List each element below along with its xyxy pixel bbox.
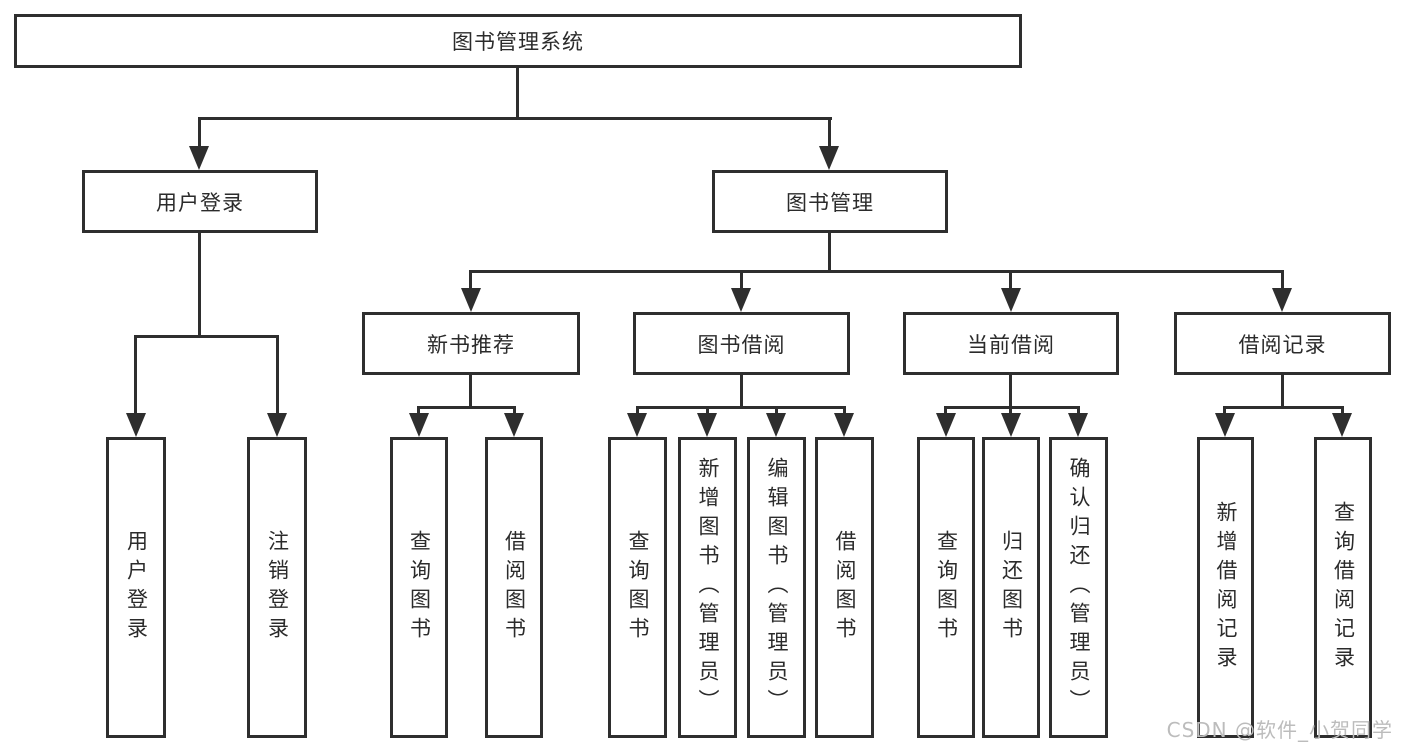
leaf-borrow-books-2: 借阅图书 <box>815 437 874 738</box>
leaf-edit-books-admin: 编辑图书（管理员） <box>747 437 806 738</box>
csdn-watermark: CSDN @软件_小贺同学 <box>1166 718 1393 742</box>
connector-line <box>469 270 472 290</box>
connector-line <box>417 406 516 409</box>
connector-arrow <box>819 146 839 170</box>
leaf-query-books-2-label: 查询图书 <box>626 529 650 646</box>
leaf-borrow-books-1-label: 借阅图书 <box>502 529 527 646</box>
leaf-user-login: 用户登录 <box>106 437 166 738</box>
node-new-book-recommend: 新书推荐 <box>362 312 580 375</box>
connector-line <box>1223 406 1226 415</box>
leaf-borrow-books-1: 借阅图书 <box>485 437 543 738</box>
connector-arrow <box>697 413 717 437</box>
leaf-user-login-label: 用户登录 <box>124 529 149 646</box>
leaf-add-borrow-record-label: 新增借阅记录 <box>1214 500 1238 675</box>
node-root-label: 图书管理系统 <box>452 30 584 54</box>
connector-line <box>1281 270 1284 290</box>
connector-arrow <box>1001 288 1021 312</box>
connector-line <box>516 68 519 119</box>
leaf-query-borrow-record-label: 查询借阅记录 <box>1331 500 1356 675</box>
connector-line <box>1077 406 1080 415</box>
connector-line <box>469 375 472 409</box>
connector-line <box>198 233 201 338</box>
connector-arrow <box>1272 288 1292 312</box>
leaf-return-books: 归还图书 <box>982 437 1040 738</box>
connector-line <box>134 335 279 338</box>
leaf-query-books-1-label: 查询图书 <box>407 529 432 646</box>
connector-arrow <box>504 413 524 437</box>
leaf-logout: 注销登录 <box>247 437 307 738</box>
connector-line <box>944 406 947 415</box>
node-book-borrow: 图书借阅 <box>633 312 850 375</box>
connector-arrow <box>1001 413 1021 437</box>
node-book-management: 图书管理 <box>712 170 948 233</box>
connector-line <box>828 233 831 273</box>
connector-line <box>740 270 743 290</box>
node-new-book-recommend-label: 新书推荐 <box>427 332 515 357</box>
connector-line <box>198 117 832 120</box>
leaf-return-books-label: 归还图书 <box>999 529 1024 646</box>
connector-line <box>636 406 846 409</box>
connector-line <box>740 375 743 409</box>
connector-arrow <box>766 413 786 437</box>
leaf-query-books-1: 查询图书 <box>390 437 448 738</box>
connector-line <box>198 117 201 147</box>
connector-arrow <box>731 288 751 312</box>
leaf-confirm-return-admin-label: 确认归还（管理员） <box>1067 457 1091 718</box>
leaf-add-borrow-record: 新增借阅记录 <box>1197 437 1254 738</box>
leaf-logout-label: 注销登录 <box>265 529 290 646</box>
leaf-edit-books-admin-label: 编辑图书（管理员） <box>765 457 789 718</box>
leaf-confirm-return-admin: 确认归还（管理员） <box>1049 437 1108 738</box>
leaf-borrow-books-2-label: 借阅图书 <box>833 529 857 646</box>
connector-line <box>1341 406 1344 415</box>
connector-arrow <box>1332 413 1352 437</box>
node-root: 图书管理系统 <box>14 14 1022 68</box>
connector-line <box>1009 375 1012 409</box>
leaf-query-books-3: 查询图书 <box>917 437 975 738</box>
connector-line <box>775 406 778 415</box>
connector-arrow <box>461 288 481 312</box>
connector-line <box>513 406 516 415</box>
connector-arrow <box>126 413 146 437</box>
connector-arrow <box>409 413 429 437</box>
connector-line <box>1281 375 1284 409</box>
node-borrow-records: 借阅记录 <box>1174 312 1391 375</box>
connector-arrow <box>189 146 209 170</box>
connector-line <box>1223 406 1343 409</box>
connector-line <box>828 117 831 147</box>
node-book-borrow-label: 图书借阅 <box>697 332 786 357</box>
connector-arrow <box>1068 413 1088 437</box>
node-current-borrow-label: 当前借阅 <box>967 332 1055 357</box>
connector-line <box>636 406 639 415</box>
connector-line <box>276 335 279 415</box>
connector-line <box>1009 406 1012 415</box>
connector-arrow <box>627 413 647 437</box>
connector-arrow <box>1215 413 1235 437</box>
connector-line <box>1009 270 1012 290</box>
node-current-borrow: 当前借阅 <box>903 312 1119 375</box>
leaf-query-books-2: 查询图书 <box>608 437 667 738</box>
connector-line <box>417 406 420 415</box>
leaf-add-books-admin-label: 新增图书（管理员） <box>696 457 720 718</box>
leaf-query-books-3-label: 查询图书 <box>934 529 959 646</box>
connector-arrow <box>936 413 956 437</box>
leaf-query-borrow-record: 查询借阅记录 <box>1314 437 1372 738</box>
connector-line <box>706 406 709 415</box>
node-book-management-label: 图书管理 <box>786 190 874 215</box>
connector-line <box>944 406 1080 409</box>
connector-line <box>843 406 846 415</box>
connector-arrow <box>267 413 287 437</box>
leaf-add-books-admin: 新增图书（管理员） <box>678 437 737 738</box>
connector-line <box>134 335 137 415</box>
connector-arrow <box>834 413 854 437</box>
node-user-login-label: 用户登录 <box>156 190 244 215</box>
node-borrow-records-label: 借阅记录 <box>1238 332 1327 357</box>
connector-line <box>469 270 1284 273</box>
node-user-login: 用户登录 <box>82 170 318 233</box>
